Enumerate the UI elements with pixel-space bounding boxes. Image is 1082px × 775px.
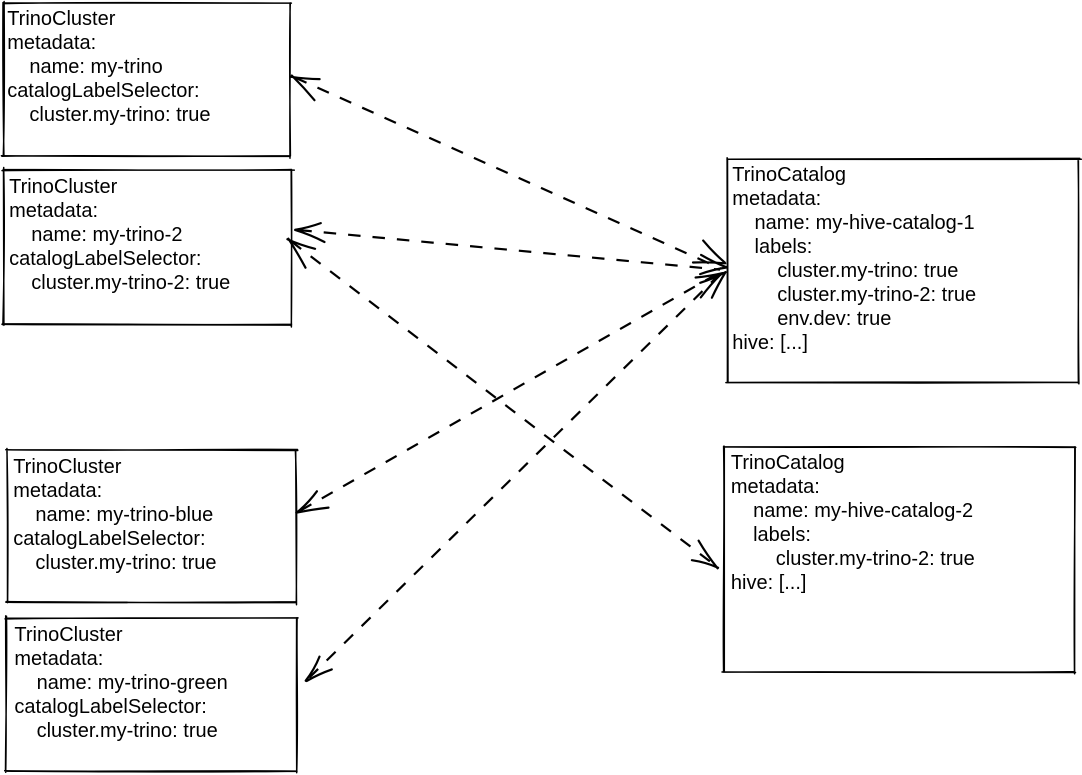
- svg-text:TrinoCatalog: TrinoCatalog: [732, 164, 846, 186]
- svg-text:catalogLabelSelector:: catalogLabelSelector:: [14, 696, 206, 718]
- svg-text:cluster.my-trino: true: cluster.my-trino: true: [29, 104, 210, 126]
- svg-text:labels:: labels:: [755, 236, 813, 258]
- svg-text:metadata:: metadata:: [14, 648, 103, 670]
- svg-text:metadata:: metadata:: [732, 188, 821, 210]
- svg-text:cluster.my-trino: true: cluster.my-trino: true: [37, 720, 218, 742]
- svg-text:name: my-trino-green: name: my-trino-green: [37, 672, 228, 694]
- svg-text:cluster.my-trino: true: cluster.my-trino: true: [35, 552, 216, 574]
- svg-text:TrinoCluster: TrinoCluster: [13, 456, 122, 478]
- svg-text:metadata:: metadata:: [9, 200, 98, 222]
- svg-text:env.dev: true: env.dev: true: [777, 308, 891, 330]
- svg-text:metadata:: metadata:: [731, 476, 820, 498]
- svg-text:cluster.my-trino-2: true: cluster.my-trino-2: true: [31, 272, 230, 294]
- svg-text:name: my-hive-catalog-1: name: my-hive-catalog-1: [755, 212, 975, 234]
- svg-text:catalogLabelSelector:: catalogLabelSelector:: [13, 528, 205, 550]
- svg-text:metadata:: metadata:: [13, 480, 102, 502]
- svg-text:name: my-hive-catalog-2: name: my-hive-catalog-2: [753, 500, 973, 522]
- svg-text:TrinoCluster: TrinoCluster: [7, 8, 116, 30]
- svg-text:hive: [...]: hive: [...]: [732, 332, 808, 354]
- svg-text:TrinoCluster: TrinoCluster: [9, 176, 118, 198]
- svg-text:catalogLabelSelector:: catalogLabelSelector:: [9, 248, 201, 270]
- svg-text:labels:: labels:: [753, 524, 811, 546]
- svg-text:TrinoCluster: TrinoCluster: [14, 624, 123, 646]
- svg-text:catalogLabelSelector:: catalogLabelSelector:: [7, 80, 199, 102]
- svg-text:cluster.my-trino-2: true: cluster.my-trino-2: true: [777, 284, 976, 306]
- svg-text:cluster.my-trino-2: true: cluster.my-trino-2: true: [776, 548, 975, 570]
- svg-text:hive: [...]: hive: [...]: [731, 572, 807, 594]
- svg-text:metadata:: metadata:: [7, 32, 96, 54]
- svg-text:name: my-trino-2: name: my-trino-2: [31, 224, 182, 246]
- svg-text:cluster.my-trino: true: cluster.my-trino: true: [777, 260, 958, 282]
- svg-text:name: my-trino: name: my-trino: [29, 56, 162, 78]
- svg-text:name: my-trino-blue: name: my-trino-blue: [35, 504, 213, 526]
- svg-text:TrinoCatalog: TrinoCatalog: [731, 452, 845, 474]
